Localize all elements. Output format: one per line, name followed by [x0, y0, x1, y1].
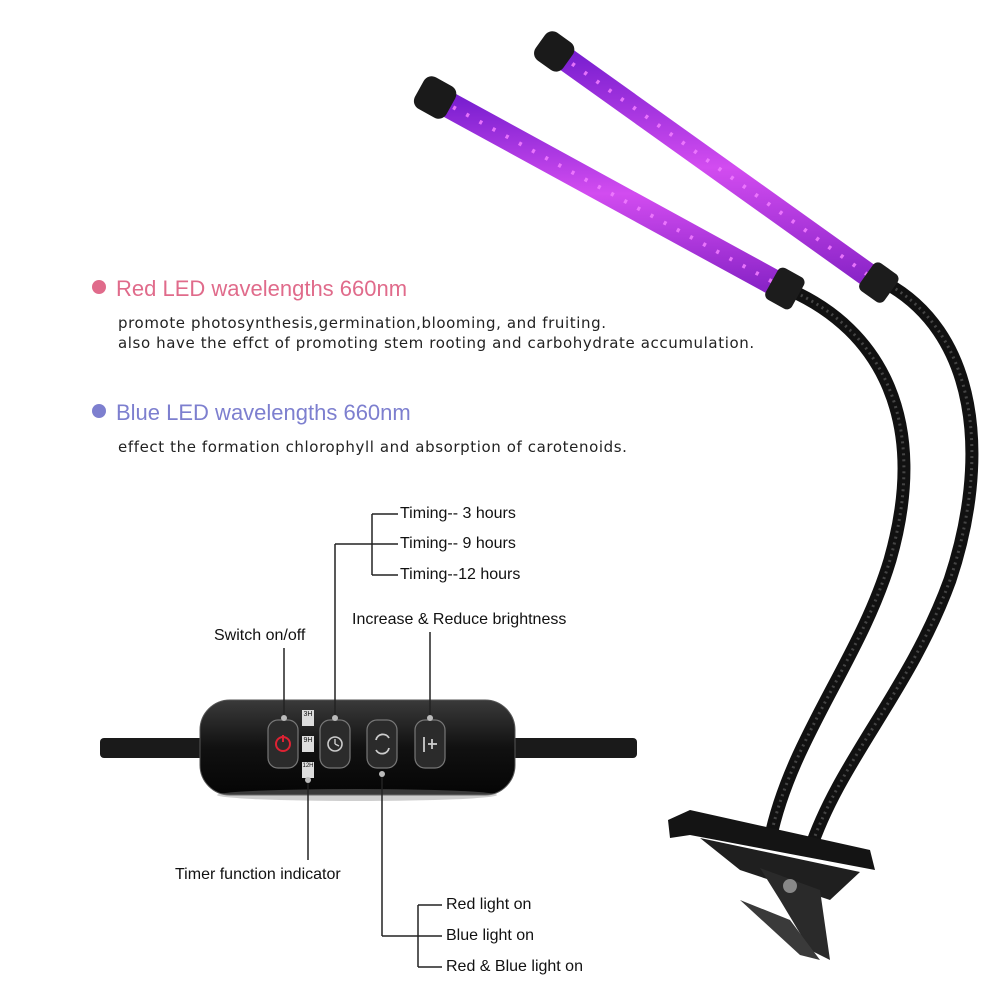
timing-9-hours-label: Timing-- 9 hours — [400, 535, 516, 552]
red-blue-light-on-label: Red & Blue light on — [446, 958, 583, 975]
timing-12-hours-label: Timing--12 hours — [400, 566, 521, 583]
timer-button — [319, 719, 351, 769]
indicator-3h-box — [302, 710, 314, 726]
indicator-12h-box — [302, 762, 314, 778]
red-led-description-1: promote photosynthesis,germination,bloom… — [118, 314, 607, 332]
power-button — [267, 719, 299, 769]
led-tube-front — [413, 76, 805, 310]
blue-led-heading: Blue LED wavelengths 660nm — [92, 400, 411, 426]
blue-bullet-icon — [92, 404, 106, 418]
indicator-9h-box — [302, 736, 314, 752]
controller-body — [199, 699, 516, 801]
timer-indicator-label: Timer function indicator — [175, 866, 341, 883]
gooseneck-arm-left — [763, 283, 911, 847]
brightness-button — [414, 719, 446, 769]
indicator-12h-label: 12H — [302, 763, 314, 769]
cable — [100, 738, 637, 758]
clamp-clip — [668, 810, 875, 960]
switch-label: Switch on/off — [214, 627, 306, 644]
blue-led-description-1: effect the formation chlorophyll and abs… — [118, 438, 628, 456]
red-led-description-2: also have the effct of promoting stem ro… — [118, 334, 755, 352]
blue-led-title: Blue LED wavelengths 660nm — [116, 400, 411, 425]
indicator-9h-label: 9H — [303, 737, 313, 744]
red-led-heading: Red LED wavelengths 660nm — [92, 276, 407, 302]
timing-3-hours-label: Timing-- 3 hours — [400, 505, 516, 522]
red-light-on-label: Red light on — [446, 896, 532, 913]
blue-light-on-label: Blue light on — [446, 927, 535, 944]
mode-button — [366, 719, 398, 769]
red-led-title: Red LED wavelengths 660nm — [116, 276, 408, 301]
led-tube-rear — [534, 31, 899, 303]
brightness-label: Increase & Reduce brightness — [352, 611, 567, 628]
indicator-3h-label: 3H — [303, 711, 313, 718]
red-bullet-icon — [92, 280, 106, 294]
